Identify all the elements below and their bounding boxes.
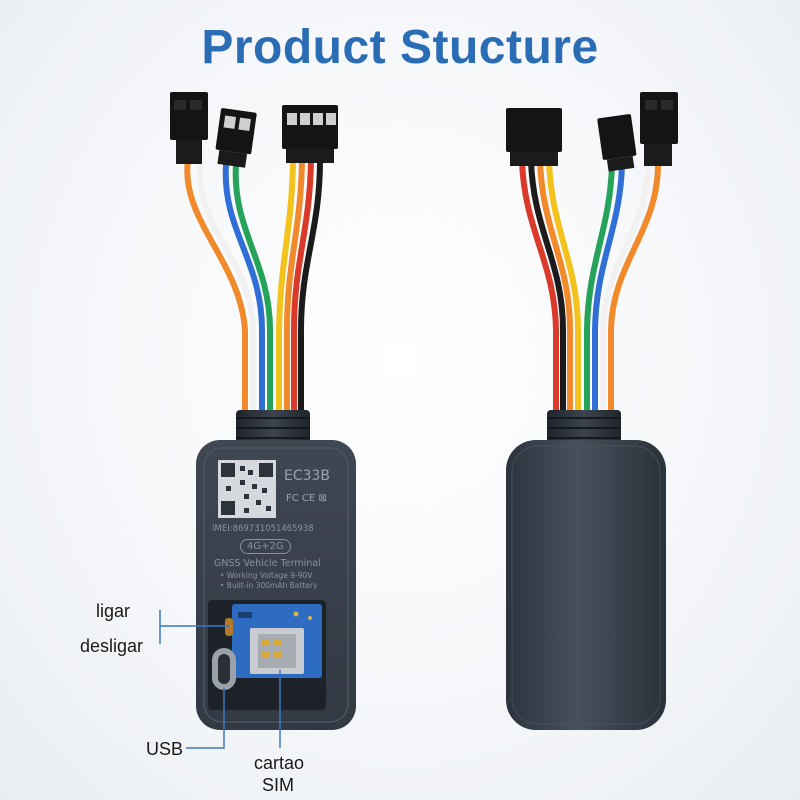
sim-slot-icon: [250, 628, 304, 674]
power-switch: [225, 618, 233, 636]
wire-yellow: [546, 157, 581, 415]
product-name: GNSS Vehicle Terminal: [214, 558, 321, 569]
wire-orange: [184, 157, 248, 415]
network-badge: 4G+2G: [240, 539, 291, 554]
wire-harness-front: [184, 157, 323, 415]
usb-port-icon: [212, 648, 236, 690]
wire-harness-back: [519, 157, 662, 415]
connector-icon: [215, 108, 257, 168]
wire-red: [519, 157, 559, 415]
wire-orange: [537, 157, 573, 415]
spec-voltage: • Working Voltage 9-90V: [220, 571, 313, 580]
wire-black: [528, 157, 566, 415]
qr-code-icon: [218, 460, 276, 518]
imei-label: IMEI:869731051465938: [212, 524, 314, 534]
wire-orange-2: [284, 157, 305, 415]
callout-ligar: ligar: [96, 601, 131, 621]
wire-blue-1: [222, 162, 265, 415]
leader-lines: [159, 610, 281, 749]
wire-green: [584, 162, 615, 415]
wire-yellow: [276, 157, 296, 415]
wire-black: [298, 157, 323, 415]
connector-icon: [170, 92, 208, 164]
connector-icon: [597, 114, 637, 172]
wire-white: [196, 162, 256, 415]
model-label: EC33B: [284, 468, 331, 484]
wire-red: [291, 157, 314, 415]
cert-marks: FC CE ⊠: [286, 493, 327, 504]
wire-blue: [592, 162, 625, 415]
connector-icon: [506, 108, 562, 166]
page-title: Product Stucture: [201, 21, 599, 74]
callout-usb: USB: [146, 739, 184, 759]
device-body: [506, 440, 666, 730]
device-front: [159, 92, 356, 749]
device-back: [506, 92, 678, 730]
wire-green: [232, 162, 273, 415]
spec-battery: • Built-in 300mAh Battery: [220, 581, 318, 590]
wire-white: [600, 162, 651, 415]
callout-sim-line2: SIM: [262, 775, 295, 795]
callout-desligar: desligar: [80, 636, 144, 656]
connector-icon: [640, 92, 678, 166]
connector-icon: [282, 105, 338, 163]
callout-sim-line1: cartao: [254, 753, 305, 773]
wire-orange-2: [608, 157, 662, 415]
